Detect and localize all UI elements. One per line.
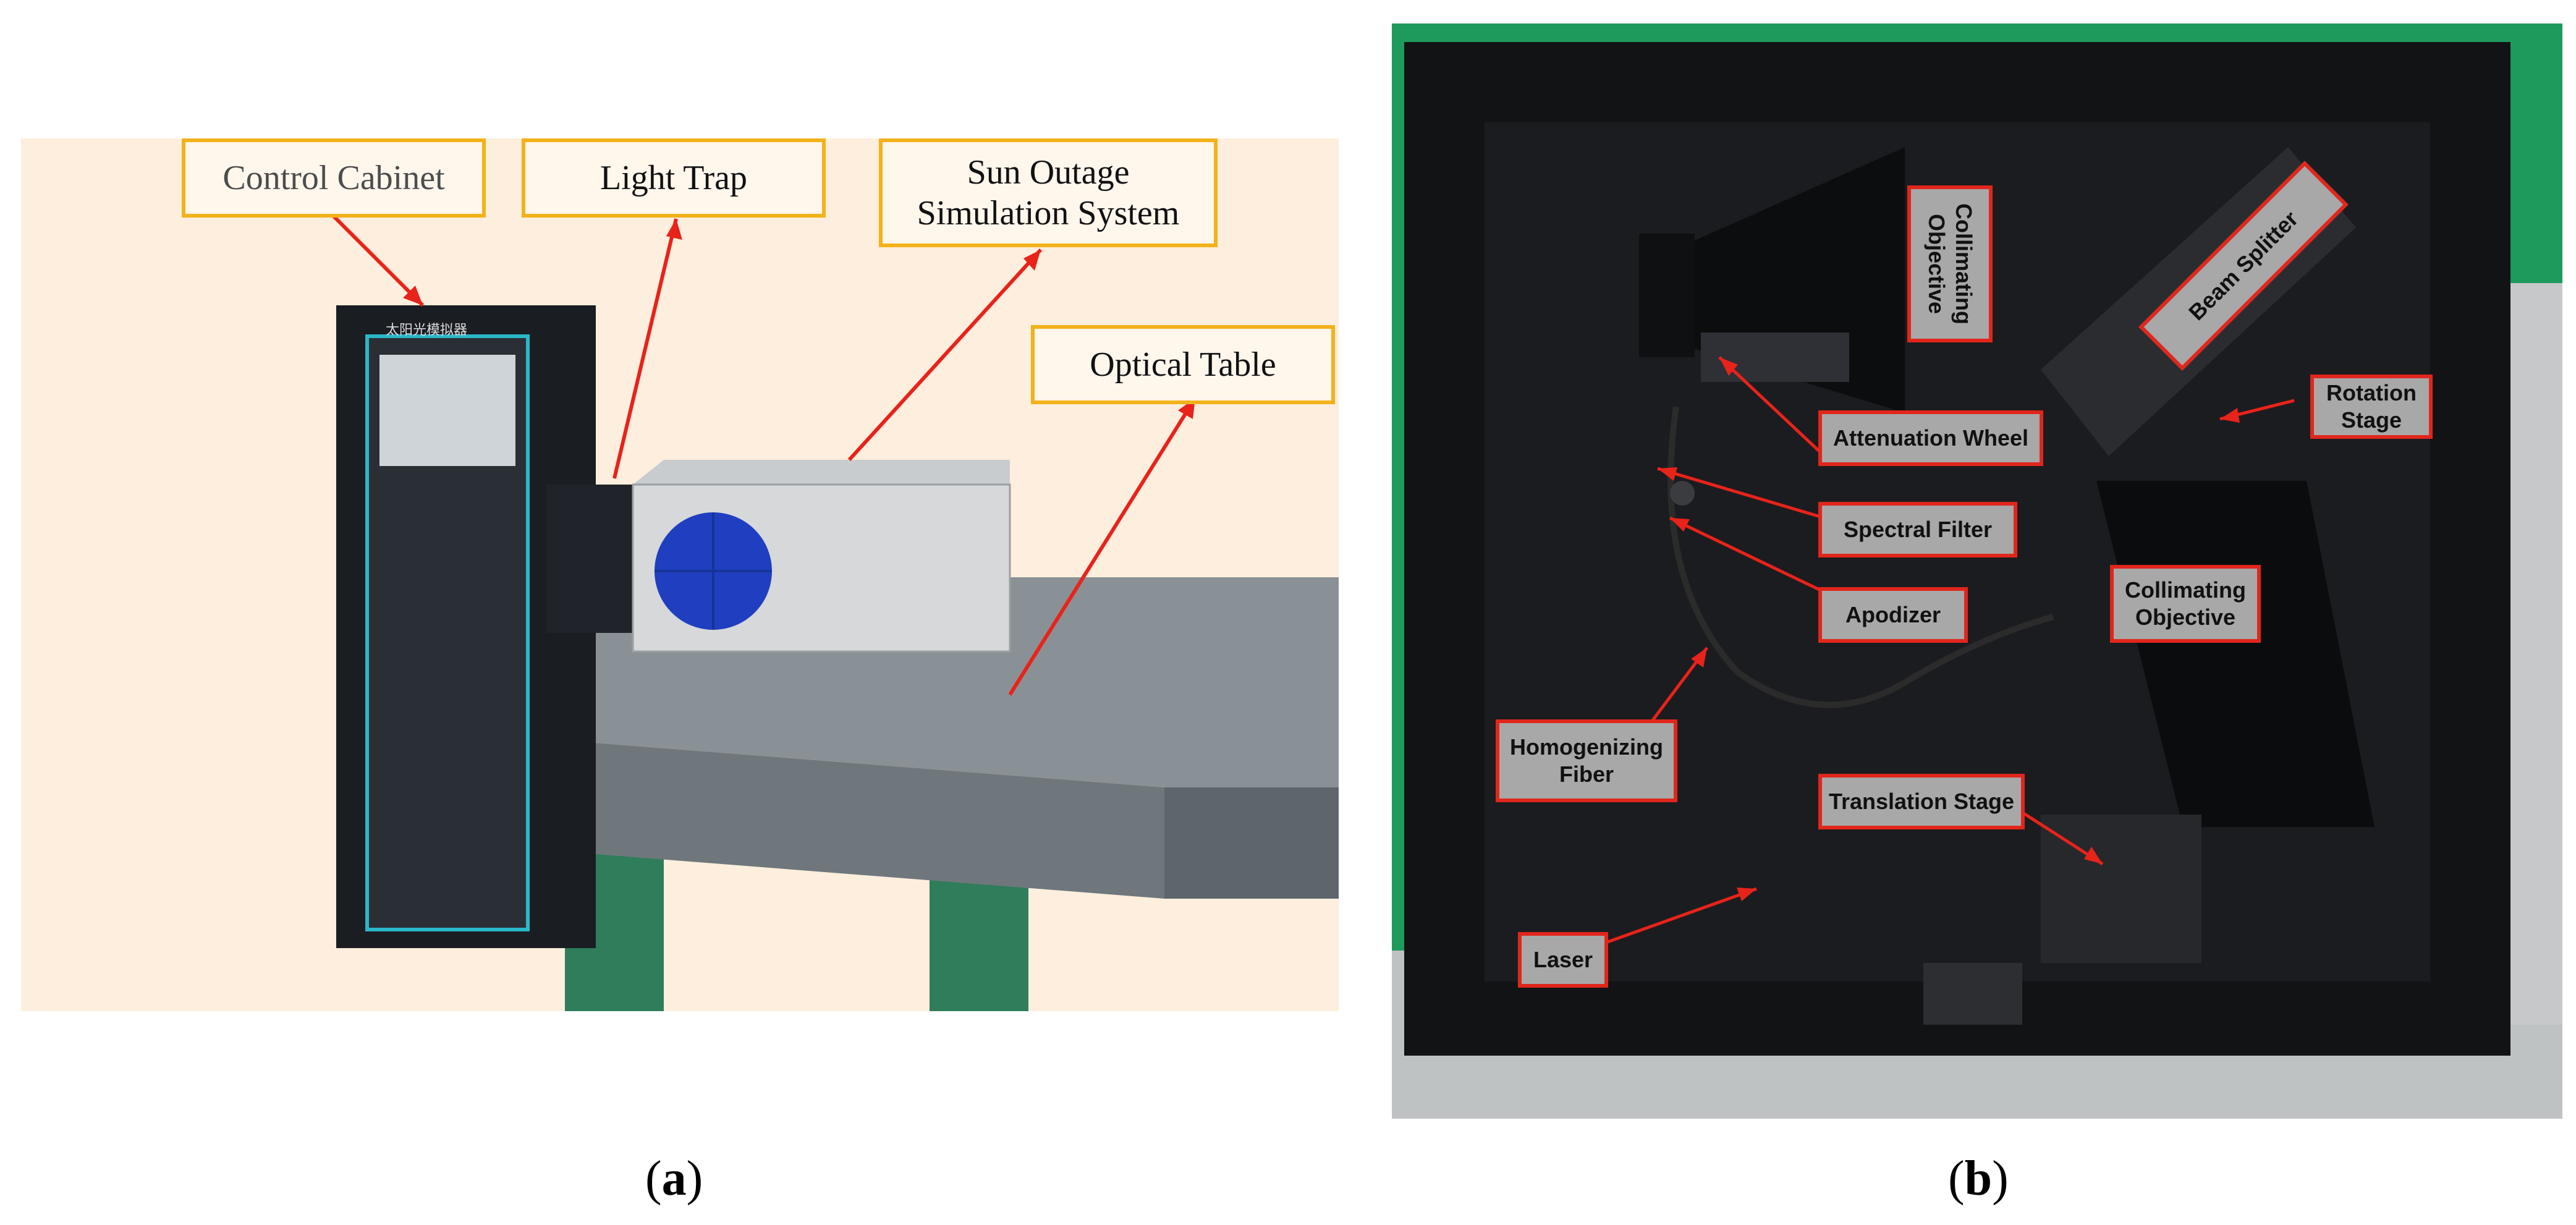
caption-a: (a) <box>645 1151 703 1206</box>
label-optical-table: Optical Table <box>1031 325 1335 404</box>
optical-table-front <box>1164 787 1339 899</box>
cabinet-panel <box>379 355 515 466</box>
label-attenuation-wheel: Attenuation Wheel <box>1818 410 2043 466</box>
label-collimating-objective-bottom: Collimating Objective <box>2110 565 2261 643</box>
homogenizing-fiber-cable <box>1667 406 2054 708</box>
label-sun-outage-simulation-system: Sun Outage Simulation System <box>879 138 1218 247</box>
label-laser: Laser <box>1518 932 1608 988</box>
label-control-cabinet: Control Cabinet <box>182 138 486 218</box>
label-spectral-filter: Spectral Filter <box>1818 502 2017 557</box>
label-rotation-stage: Rotation Stage <box>2310 375 2433 439</box>
photo-panel-a: 太阳光模拟器 <box>21 138 1339 1011</box>
panel-b-arrows <box>1583 356 2295 952</box>
label-translation-stage: Translation Stage <box>1818 774 2025 829</box>
label-light-trap: Light Trap <box>522 138 826 218</box>
cabinet-sign: 太阳光模拟器 <box>386 323 468 338</box>
translation-stage <box>2041 815 2201 963</box>
sun-outage-top <box>633 460 1010 485</box>
laser-body <box>1923 963 2022 1025</box>
label-apodizer: Apodizer <box>1818 587 1968 643</box>
panel-a-scene <box>328 211 1339 1011</box>
label-homogenizing-fiber: Homogenizing Fiber <box>1496 719 1677 802</box>
optical-table-side <box>454 732 1164 899</box>
photo-panel-b <box>1392 23 2562 1119</box>
label-collimating-objective-top: Collimating Objective <box>1907 185 1993 342</box>
caption-b: (b) <box>1948 1151 2009 1206</box>
